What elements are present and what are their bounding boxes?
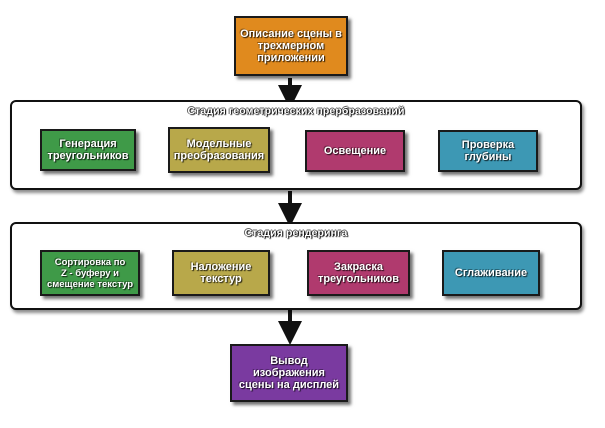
depth-test-box: Проверка глубины [438, 130, 538, 172]
zbuffer-sort-line-3: смещение текстур [46, 278, 134, 290]
model-transform-box: Модельные преобразования [168, 127, 270, 173]
triangle-generation-line-1: Генерация [59, 138, 117, 150]
lighting-line-1: Освещение [323, 145, 387, 157]
zbuffer-sort-line-1: Сортировка по [54, 256, 126, 268]
depth-test-line-1: Проверка [461, 139, 515, 151]
antialiasing-box: Сглаживание [442, 250, 540, 296]
depth-test-line-2: глубины [464, 151, 512, 163]
texture-mapping-line-2: текстур [200, 273, 242, 285]
triangle-shading-line-1: Закраска [333, 261, 384, 273]
triangle-generation-line-2: треугольников [47, 150, 129, 162]
triangle-generation-box: Генерация треугольников [40, 129, 136, 171]
zbuffer-sort-box: Сортировка по Z - буферу и смещение текс… [40, 250, 140, 296]
geometry-stage-title: Стадия геометрических прербразований [187, 105, 405, 117]
triangle-shading-line-2: треугольников [317, 273, 400, 285]
scene-description-line-1: Описание сцены в [240, 28, 342, 40]
texture-mapping-line-1: Наложение [190, 261, 252, 273]
display-output-box: Вывод изображения сцены на дисплей [230, 344, 348, 402]
texture-mapping-box: Наложение текстур [172, 250, 270, 296]
antialiasing-line-1: Сглаживание [454, 267, 528, 279]
scene-description-box: Описание сцены в трехмерном приложении [234, 16, 348, 76]
scene-description-line-2: трехмерном [257, 40, 325, 52]
model-transform-line-1: Модельные [186, 138, 252, 150]
lighting-box: Освещение [305, 130, 405, 172]
display-output-line-2: изображения [253, 367, 325, 379]
model-transform-line-2: преобразования [173, 150, 265, 162]
render-stage-title: Стадия рендеринга [244, 227, 348, 239]
display-output-line-3: сцены на дисплей [238, 379, 340, 391]
triangle-shading-box: Закраска треугольников [307, 250, 410, 296]
display-output-line-1: Вывод [270, 355, 308, 367]
scene-description-line-3: приложении [257, 52, 325, 64]
zbuffer-sort-line-2: Z - буферу и [60, 267, 120, 279]
